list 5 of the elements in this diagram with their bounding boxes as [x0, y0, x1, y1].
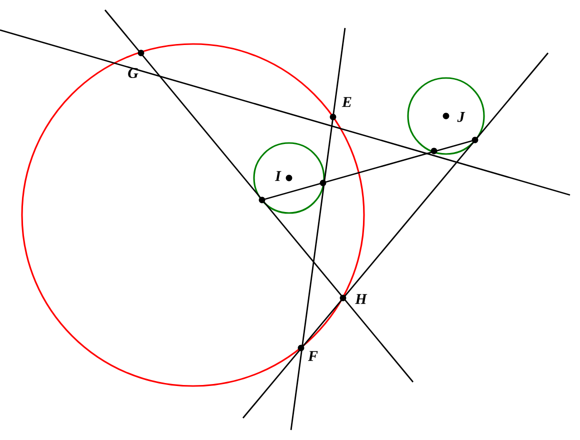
point-label: F [308, 351, 318, 361]
point-label: I [274, 171, 282, 181]
point-label: E [342, 97, 352, 107]
point-label: H [355, 294, 368, 304]
point-label: J [457, 112, 466, 122]
